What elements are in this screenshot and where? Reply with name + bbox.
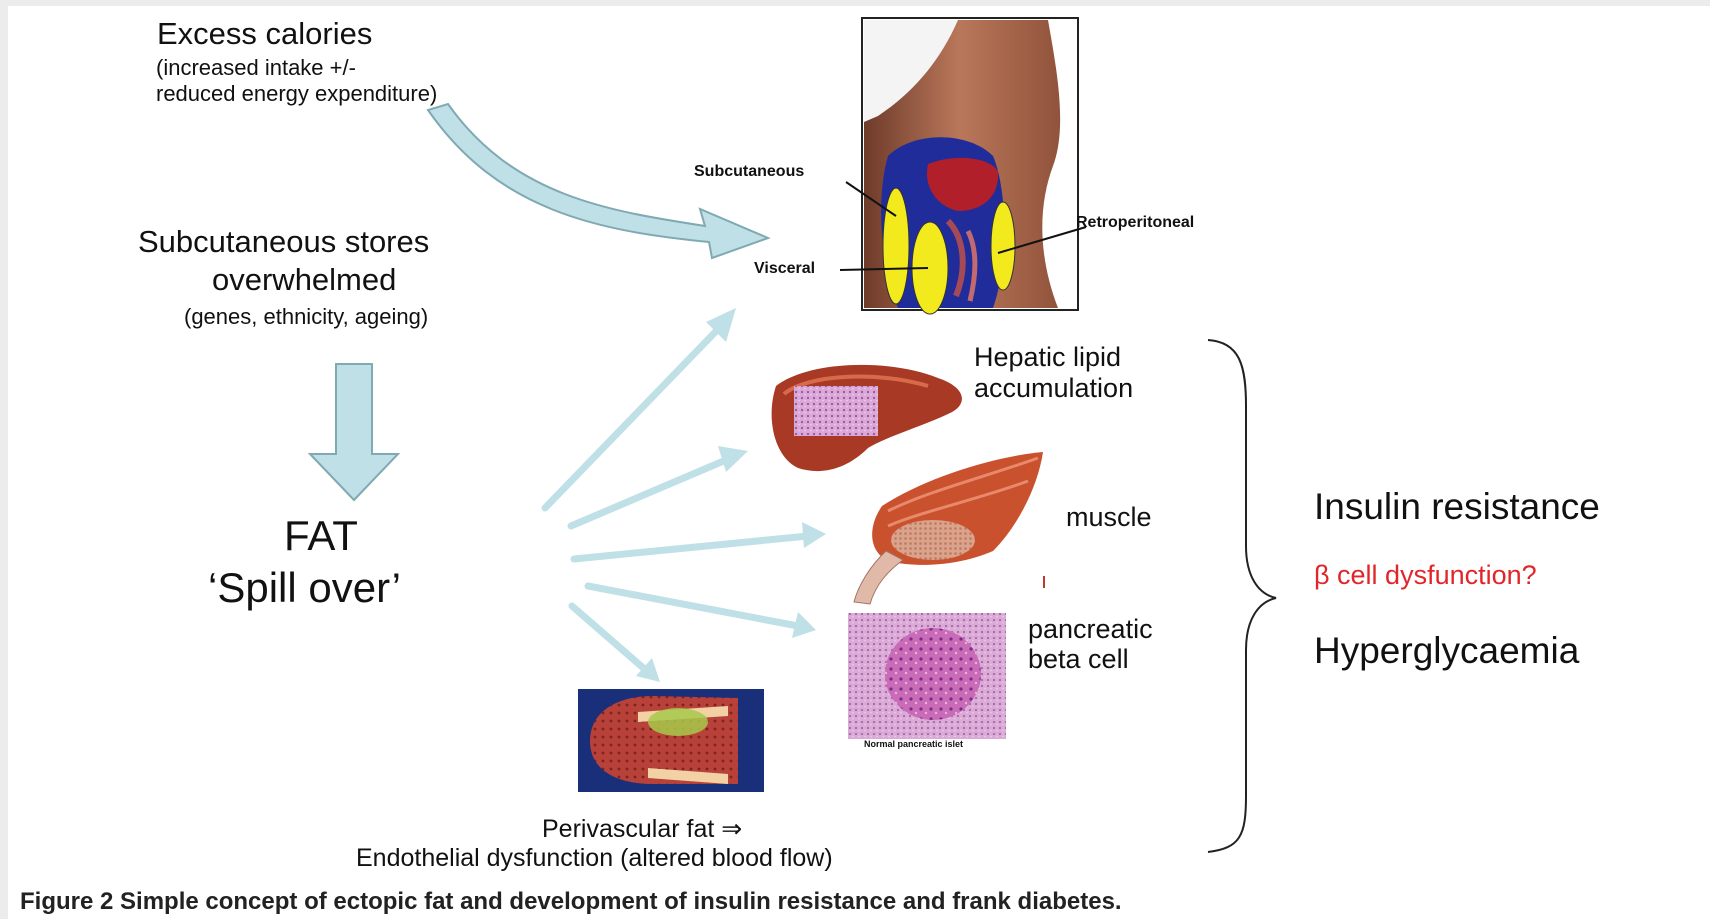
curved-arrow bbox=[428, 104, 768, 258]
beta-cell-dysfunction-label: β cell dysfunction? bbox=[1314, 560, 1537, 591]
hyperglycaemia-label: Hyperglycaemia bbox=[1314, 630, 1579, 672]
liver-illustration bbox=[772, 365, 962, 471]
body-label-visceral: Visceral bbox=[754, 260, 815, 278]
excess-calories-title: Excess calories bbox=[157, 16, 372, 52]
spill-over-arrows bbox=[545, 308, 826, 682]
down-arrow bbox=[310, 364, 398, 500]
subcutaneous-stores-line1: Subcutaneous stores bbox=[138, 224, 429, 260]
body-label-subcutaneous: Subcutaneous bbox=[694, 163, 804, 181]
subcutaneous-factors: (genes, ethnicity, ageing) bbox=[184, 304, 428, 330]
pancreatic-label-line1: pancreatic bbox=[1028, 614, 1153, 645]
excess-calories-sub1: (increased intake +/- bbox=[156, 55, 356, 81]
insulin-resistance-label: Insulin resistance bbox=[1314, 486, 1600, 528]
fat-label: FAT bbox=[284, 512, 358, 560]
figure-caption-number: Figure 2 bbox=[20, 888, 113, 915]
excess-calories-sub2: reduced energy expenditure) bbox=[156, 81, 437, 107]
perivascular-label: Perivascular fat ⇒ bbox=[542, 814, 742, 844]
abdomen-illustration bbox=[840, 18, 1086, 314]
pancreatic-islet-image bbox=[848, 613, 1006, 739]
hepatic-label-line1: Hepatic lipid bbox=[974, 342, 1121, 373]
figure-caption: Figure 2 Simple concept of ectopic fat a… bbox=[20, 888, 1122, 916]
endothelial-label: Endothelial dysfunction (altered blood f… bbox=[356, 844, 833, 873]
figure-caption-text: Simple concept of ectopic fat and develo… bbox=[113, 888, 1121, 915]
body-label-retroperitoneal: Retroperitoneal bbox=[1076, 214, 1194, 232]
pancreatic-label-line2: beta cell bbox=[1028, 644, 1129, 675]
figure-canvas: Excess calories (increased intake +/- re… bbox=[8, 6, 1710, 919]
diagram-graphics bbox=[8, 6, 1710, 919]
hepatic-label-line2: accumulation bbox=[974, 373, 1133, 404]
vessel-illustration bbox=[578, 689, 764, 792]
islet-caption: Normal pancreatic islet bbox=[864, 739, 963, 749]
muscle-illustration bbox=[854, 452, 1044, 604]
muscle-label: muscle bbox=[1066, 502, 1152, 533]
spill-over-label: ‘Spill over’ bbox=[208, 564, 401, 612]
grouping-brace bbox=[1208, 340, 1276, 852]
subcutaneous-stores-line2: overwhelmed bbox=[212, 262, 396, 298]
